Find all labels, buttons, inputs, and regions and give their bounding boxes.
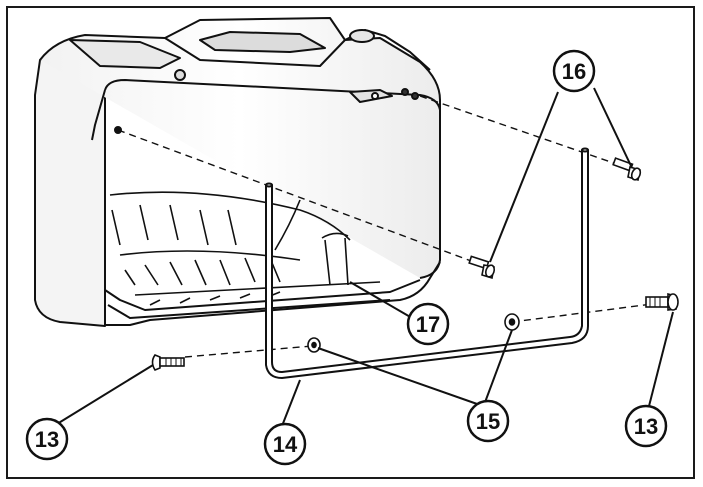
callout-14: 14 <box>263 422 307 466</box>
machine-housing <box>34 17 441 327</box>
callout-13-left: 13 <box>25 417 69 461</box>
washer-left <box>307 337 321 353</box>
svg-text:13: 13 <box>634 414 658 439</box>
callout-17: 17 <box>406 302 450 346</box>
svg-text:15: 15 <box>476 409 500 434</box>
callout-16: 16 <box>552 49 596 93</box>
screw-lower <box>468 255 496 280</box>
svg-text:17: 17 <box>416 312 440 337</box>
callout-15: 15 <box>466 399 510 443</box>
callout-13-right: 13 <box>624 404 668 448</box>
u-handle <box>265 147 589 379</box>
svg-text:16: 16 <box>562 59 586 84</box>
svg-text:13: 13 <box>35 427 59 452</box>
svg-text:14: 14 <box>273 432 298 457</box>
carriage-bolt-left <box>151 354 185 371</box>
screw-upper <box>612 157 642 182</box>
carriage-bolt-right <box>645 292 679 311</box>
washer-right <box>504 313 520 331</box>
inner-grate <box>109 191 381 306</box>
leader-lines <box>56 87 674 427</box>
